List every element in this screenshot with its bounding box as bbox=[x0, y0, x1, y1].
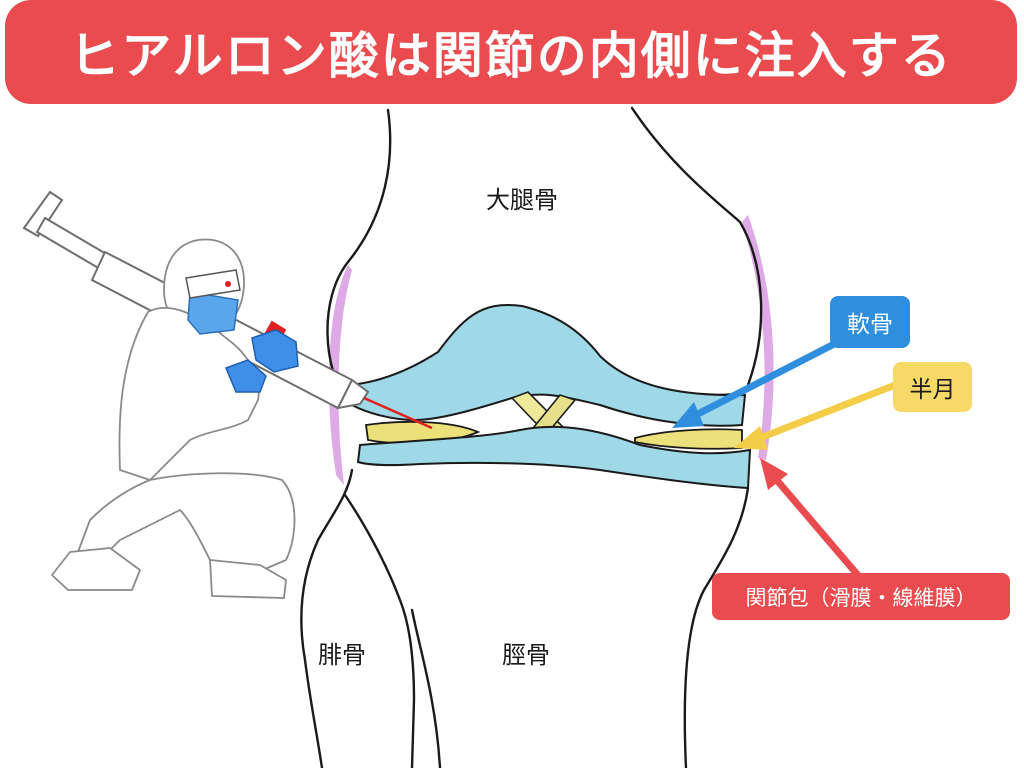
meniscus-arrow bbox=[734, 381, 899, 450]
femur-label: 大腿骨 bbox=[486, 186, 558, 214]
fibula-label: 腓骨 bbox=[318, 641, 366, 669]
tibia-label: 脛骨 bbox=[502, 641, 550, 669]
goggle-highlight-icon bbox=[225, 281, 231, 287]
synovium-left bbox=[328, 265, 352, 485]
title-banner: ヒアルロン酸は関節の内側に注入する bbox=[5, 0, 1017, 104]
cartilage-arrow bbox=[672, 336, 846, 428]
injection-needle bbox=[363, 396, 433, 430]
joint-capsule-callout: 関節包（滑膜・線維膜） bbox=[712, 573, 1010, 620]
tibial-cartilage bbox=[356, 425, 752, 490]
page-title: ヒアルロン酸は関節の内側に注入する bbox=[69, 27, 953, 85]
meniscus-callout-text: 半月 bbox=[909, 377, 956, 403]
joint-capsule-arrow bbox=[760, 458, 866, 584]
cartilage-callout: 軟骨 bbox=[830, 296, 910, 348]
femoral-cartilage bbox=[348, 303, 747, 427]
cartilage-callout-text: 軟骨 bbox=[847, 312, 893, 338]
synovium-right bbox=[742, 215, 774, 460]
doctor-figure bbox=[51, 238, 296, 599]
gloved-hand-lower-icon bbox=[225, 359, 267, 393]
tibia-outline bbox=[300, 468, 750, 768]
goggles-icon bbox=[185, 269, 241, 299]
joint-capsule-callout-text: 関節包（滑膜・線維膜） bbox=[745, 585, 977, 610]
meniscus-right bbox=[634, 428, 743, 450]
face-mask-icon bbox=[187, 291, 239, 335]
meniscus-callout: 半月 bbox=[893, 362, 972, 412]
gloved-hand-upper-icon bbox=[251, 329, 299, 373]
